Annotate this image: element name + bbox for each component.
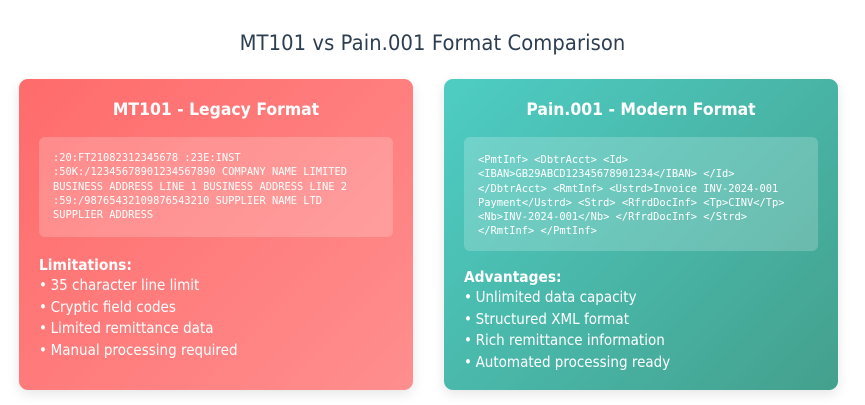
list-item: •Manual processing required <box>39 340 358 362</box>
list-item: •Structured XML format <box>464 309 783 331</box>
bullet-icon: • <box>464 288 472 306</box>
list-item: •Unlimited data capacity <box>464 287 783 309</box>
code-line: </DbtrAcct> <RmtInf> <Ustrd>Invoice INV-… <box>478 182 779 195</box>
list-item-text: Structured XML format <box>475 309 629 328</box>
bullet-icon: • <box>39 340 47 359</box>
code-line: :59:/98765432109876543210 SUPPLIER NAME … <box>53 194 322 207</box>
list-item-text: Automated processing ready <box>475 352 671 371</box>
code-line: BUSINESS ADDRESS LINE 1 BUSINESS ADDRESS… <box>53 180 348 193</box>
code-line: Payment</Ustrd> <Strd> <RfrdDocInf> <Tp>… <box>478 196 785 209</box>
card-title: Pain.001 - Modern Format <box>526 100 756 120</box>
code-line: :50K:/12345678901234567890 COMPANY NAME … <box>53 166 348 179</box>
bullet-icon: • <box>464 352 472 371</box>
list-item: •Automated processing ready <box>464 352 783 374</box>
bullet-icon: • <box>464 309 472 328</box>
card-title: MT101 - Legacy Format <box>112 100 320 120</box>
mt101-code-sample: :20:FT21082312345678 :23E:INST :50K:/123… <box>39 137 393 237</box>
advantages-list: Advantages: •Unlimited data capacity •St… <box>464 267 818 373</box>
limitations-heading: Limitations: <box>39 256 132 274</box>
page-title: MT101 vs Pain.001 Format Comparison <box>239 31 626 55</box>
code-line: </RmtInf> </PmtInf> <box>478 225 597 238</box>
bullet-icon: • <box>39 297 47 316</box>
code-line: <PmtInf> <DbtrAcct> <Id> <box>478 154 629 166</box>
list-item: •Limited remittance data <box>39 318 358 340</box>
list-item-text: Manual processing required <box>50 340 238 359</box>
list-item: •Cryptic field codes <box>39 297 358 319</box>
pain001-modern-card: Pain.001 - Modern Format <PmtInf> <DbtrA… <box>444 79 838 390</box>
code-line: SUPPLIER ADDRESS <box>53 209 154 222</box>
advantages-heading: Advantages: <box>464 268 562 286</box>
code-line: <Nb>INV-2024-001</Nb> </RfrdDocInf> </St… <box>478 211 747 224</box>
bullet-icon: • <box>39 276 47 294</box>
list-item-text: Cryptic field codes <box>50 297 176 316</box>
pain001-code-sample: <PmtInf> <DbtrAcct> <Id> <IBAN>GB29ABCD1… <box>464 137 818 251</box>
list-item-text: Rich remittance information <box>475 331 665 349</box>
list-item-text: Unlimited data capacity <box>475 288 637 306</box>
limitations-list: Limitations: •35 character line limit •C… <box>39 255 393 361</box>
bullet-icon: • <box>39 319 47 337</box>
list-item: •35 character line limit <box>39 275 358 297</box>
list-item: •Rich remittance information <box>464 330 783 352</box>
code-line: :20:FT21082312345678 :23E:INST <box>53 152 241 164</box>
code-line: <IBAN>GB29ABCD12345678901234</IBAN> </Id… <box>478 168 735 181</box>
list-item-text: Limited remittance data <box>50 319 214 337</box>
bullet-icon: • <box>464 331 472 349</box>
mt101-legacy-card: MT101 - Legacy Format :20:FT210823123456… <box>19 79 413 390</box>
list-item-text: 35 character line limit <box>50 276 200 294</box>
